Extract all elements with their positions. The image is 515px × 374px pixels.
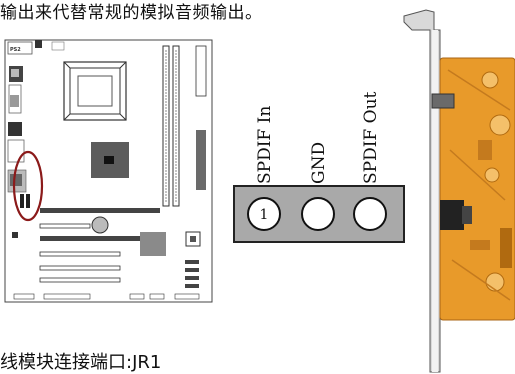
pin-2 bbox=[301, 197, 335, 231]
pin-3 bbox=[353, 197, 387, 231]
ps2-label: PS2 bbox=[10, 47, 21, 53]
pin-1 bbox=[247, 197, 281, 231]
jr1-highlight bbox=[12, 150, 44, 222]
pin-1-number: 1 bbox=[260, 207, 269, 223]
pin-label-spdif-in: SPDIF In bbox=[255, 106, 275, 184]
pin-label-spdif-out: SPDIF Out bbox=[361, 91, 381, 184]
caption-bottom: 线模块连接端口:JR1 bbox=[0, 352, 162, 373]
spdif-header-pinout: 1 SPDIF In GND SPDIF Out bbox=[233, 91, 405, 243]
caption-top: 输出来代替常规的模拟音频输出。 bbox=[0, 3, 263, 23]
spdif-bracket-module bbox=[403, 9, 515, 373]
pin-label-gnd: GND bbox=[309, 142, 329, 184]
motherboard-diagram: PS2 bbox=[4, 39, 213, 303]
